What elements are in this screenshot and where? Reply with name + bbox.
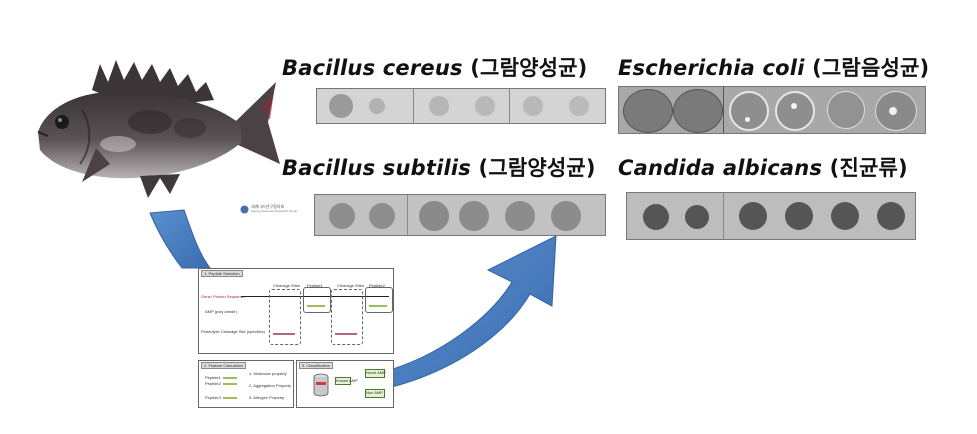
assay-strip-bacillus-subtilis <box>314 194 606 236</box>
step2-feature-2: 2. Aggregation Property <box>249 383 292 388</box>
step2-peptide-1: Peptide1 <box>205 375 221 380</box>
curved-arrow-down <box>149 209 211 269</box>
assay-well <box>475 96 495 116</box>
assay-well <box>329 203 355 229</box>
fish-anal-fin <box>140 174 180 198</box>
organism-name-2: Escherichia coli <box>618 56 805 80</box>
assay-well <box>623 89 673 133</box>
organism-name-4: Candida albicans <box>618 156 823 180</box>
panel-title-3: Bacillus subtilis (그람양성균) <box>282 152 596 182</box>
organism-category-1: (그람양성균) <box>470 56 588 80</box>
step1-col3: Cleavage Sites <box>337 283 364 288</box>
workflow-step1-box: 1. Peptide Selection Cleavage Sites Pept… <box>198 268 394 354</box>
assay-well <box>643 204 669 230</box>
step3-node-known: Known AMP <box>336 378 358 383</box>
assay-well <box>429 96 449 116</box>
panel-title-2: Escherichia coli (그람음성균) <box>618 52 929 82</box>
step1-title: 1. Peptide Selection <box>201 270 243 277</box>
assay-well <box>831 202 859 230</box>
organism-name-3: Bacillus subtilis <box>282 156 471 180</box>
organism-category-2: (그람음성균) <box>812 56 930 80</box>
organism-category-3: (그람양성균) <box>478 156 596 180</box>
assay-well <box>419 201 449 231</box>
assay-well <box>877 202 905 230</box>
step1-col2: Peptide1 <box>307 283 323 288</box>
organism-category-4: (진균류) <box>829 156 908 180</box>
step3-title: 3. Classification <box>299 362 334 369</box>
step3-node-novel: Novel AMP <box>366 370 386 375</box>
assay-well <box>329 94 353 118</box>
step1-col4: Peptide2 <box>369 283 385 288</box>
step1-col1: Cleavage Sites <box>273 283 300 288</box>
assay-well <box>739 202 767 230</box>
assay-well <box>685 205 709 229</box>
assay-well <box>523 96 543 116</box>
fish-body <box>38 91 242 179</box>
fish-pectoral-fin <box>82 148 110 182</box>
fish-eye <box>55 115 69 129</box>
assay-well <box>369 98 385 114</box>
assay-well <box>569 96 589 116</box>
panel-title-4: Candida albicans (진균류) <box>618 152 908 182</box>
organism-name-1: Bacillus cereus <box>282 56 463 80</box>
step1-row1: Gene/ Protein Sequence <box>201 294 245 299</box>
step2-peptide-3: Peptide3 <box>205 395 221 400</box>
assay-well <box>673 89 723 133</box>
assay-well <box>785 202 813 230</box>
assay-well <box>729 91 769 131</box>
assay-well <box>775 91 815 131</box>
step2-peptide-2: Peptide2 <box>205 381 221 386</box>
step2-title: 2. Feature Calculation <box>201 362 247 369</box>
assay-well <box>827 91 865 129</box>
assay-strip-escherichia-coli <box>618 86 926 134</box>
step2-feature-1: 1. Molecular property <box>249 371 287 376</box>
assay-well <box>551 201 581 231</box>
logo: 세계나리연구협의회 Sejong University Research Gro… <box>240 204 297 216</box>
workflow-step2-box: 2. Feature Calculation Peptide1 Peptide2… <box>198 360 294 408</box>
assay-well <box>459 201 489 231</box>
step3-node-non: Non AMP <box>366 390 383 395</box>
assay-strip-bacillus-cereus <box>316 88 606 124</box>
fish-illustration <box>37 60 280 198</box>
logo-text: 세계나리연구협의회 <box>251 204 285 209</box>
step2-feature-3: 3. Allergen Property <box>249 395 285 400</box>
panel-title-1: Bacillus cereus (그람양성균) <box>282 52 587 82</box>
curved-arrow-up <box>382 235 557 389</box>
logo-mark-icon <box>240 205 249 214</box>
step1-row2: AMP (poly amide) <box>205 309 237 314</box>
assay-well <box>369 203 395 229</box>
logo-subtext: Sejong University Research Group <box>251 209 298 213</box>
workflow-step3-box: 3. Classification Known AMP Novel AMP No… <box>296 360 394 408</box>
assay-well <box>505 201 535 231</box>
step1-row3: Proteolytic Cleavage Site (specifics) <box>201 329 265 334</box>
database-icon <box>313 373 329 397</box>
assay-strip-candida-albicans <box>626 192 916 240</box>
